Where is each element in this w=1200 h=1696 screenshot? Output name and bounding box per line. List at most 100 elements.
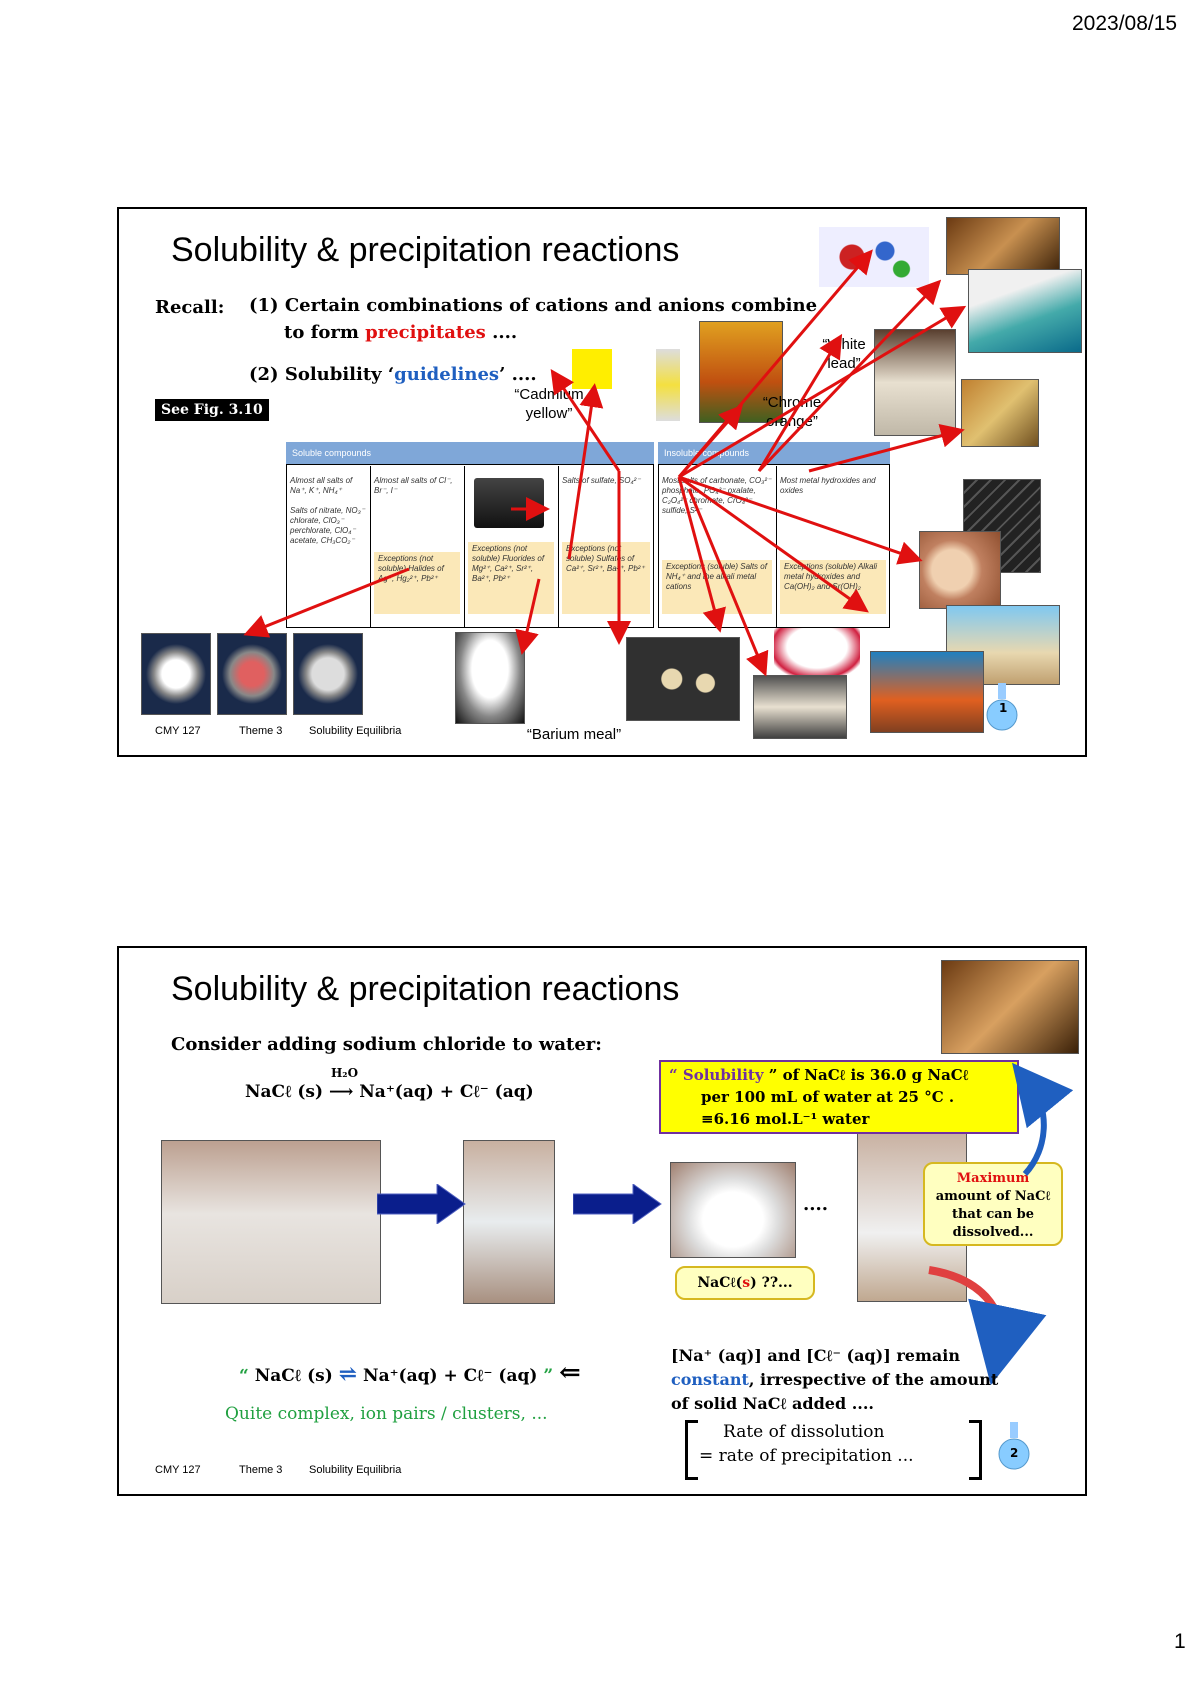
table-cell: Almost all salts of Cl⁻, Br⁻, I⁻ <box>374 476 453 495</box>
recall-line-1b-suffix: .... <box>492 322 518 343</box>
maximum-word: Maximum <box>956 1171 1030 1186</box>
exception-cell: Exceptions (soluble) Salts of NH₄⁺ and t… <box>662 560 772 614</box>
process-arrow-2 <box>573 1184 662 1224</box>
remain-line-1: [Na⁺ (aq)] and [Cℓ⁻ (aq)] remain <box>671 1346 960 1365</box>
eq2-left: NaCℓ (s) <box>254 1366 333 1386</box>
gemstones-image <box>819 227 929 287</box>
eq2-quote-open: “ <box>239 1366 249 1386</box>
white-lead-portrait-image <box>874 329 956 436</box>
table-cell: Almost all salts of Na⁺, K⁺, NH₄⁺ <box>290 476 353 495</box>
arrow <box>678 475 923 565</box>
table-cell: Salts of nitrate, NO₃⁻ chlorate, ClO₃⁻ p… <box>290 506 365 545</box>
process-arrow-1 <box>377 1184 466 1224</box>
constant-word: constant <box>671 1370 749 1389</box>
exception-cell: Exceptions (not soluble) Halides of Ag⁺,… <box>374 552 460 614</box>
solubility-line-1: “ Solubility ” of NaCℓ is 36.0 g NaCℓ <box>669 1066 968 1085</box>
complex-note: Quite complex, ion pairs / clusters, ... <box>225 1404 548 1424</box>
recall-line-1: (1) Certain combinations of cations and … <box>249 295 818 316</box>
recall-label: Recall: <box>155 297 225 318</box>
remain-line-2-rest: , irrespective of the amount <box>748 1370 999 1389</box>
arrow <box>515 578 541 655</box>
recall-line-2-prefix: (2) Solubility ‘ <box>249 364 395 385</box>
ellipsis: .... <box>803 1194 829 1215</box>
precipitates-word: precipitates <box>365 322 486 343</box>
slide-title: Solubility & precipitation reactions <box>171 970 680 1008</box>
table-divider <box>370 466 371 628</box>
dissolution-equation: NaCℓ (s) H₂O ⟶ Na⁺(aq) + Cℓ⁻ (aq) <box>245 1066 534 1102</box>
soluble-block <box>286 464 654 628</box>
back-arrow: ⇐ <box>559 1358 581 1388</box>
barium-meal-xray-image <box>455 632 525 724</box>
solubility-line-3: ≡6.16 mol.L⁻¹ water <box>701 1110 870 1128</box>
eq1-left: NaCℓ (s) <box>245 1082 324 1102</box>
footer-theme: Theme 3 <box>239 725 283 737</box>
connector-arrows <box>243 249 967 677</box>
maximum-amount-callout: Maximum amount of NaCℓ that can be disso… <box>923 1162 1063 1246</box>
page-number: 1 <box>1174 1630 1186 1653</box>
insoluble-block <box>658 464 890 628</box>
slide-number: 1 <box>999 701 1008 715</box>
teeth-image <box>774 627 860 677</box>
document-date: 2023/08/15 <box>1072 12 1178 35</box>
cadmium-yellow-swatch <box>572 349 612 389</box>
see-figure-label: See Fig. 3.10 <box>155 399 269 421</box>
solubility-line-1-rest: ” of NaCℓ is 36.0 g NaCℓ <box>768 1066 969 1084</box>
white-cliffs-image <box>968 269 1082 353</box>
maximum-rest: amount of NaCℓ that can be dissolved... <box>935 1189 1051 1240</box>
cave-image <box>941 960 1079 1054</box>
silver-halide-sample-3-image <box>293 633 363 715</box>
footer-theme: Theme 3 <box>239 1464 283 1476</box>
equilibrium-equation: “ NaCℓ (s) ⇌ Na⁺(aq) + Cℓ⁻ (aq) ” ⇐ <box>239 1358 581 1388</box>
solid-nacl-prefix: NaCℓ( <box>697 1275 743 1291</box>
barium-meal-caption: “Barium meal” <box>526 726 622 743</box>
arrow <box>677 404 743 478</box>
guidelines-word: guidelines <box>394 364 500 385</box>
recall-line-1b: to form precipitates .... <box>284 322 517 343</box>
quote-open: “ <box>669 1066 678 1084</box>
solubility-definition-box: “ Solubility ” of NaCℓ is 36.0 g NaCℓ pe… <box>659 1060 1019 1134</box>
eq2-right: Na⁺(aq) + Cℓ⁻ (aq) <box>363 1366 538 1386</box>
eq1-over: H₂O <box>330 1066 359 1080</box>
exception-cell: Exceptions (not soluble) Sulfates of Ca²… <box>562 542 650 614</box>
right-bracket <box>969 1420 982 1480</box>
arrow <box>678 475 869 613</box>
silver-halide-sample-1-image <box>141 633 211 715</box>
rate-line-1: Rate of dissolution <box>723 1422 885 1442</box>
arrow <box>757 279 942 473</box>
footer-topic: Solubility Equilibria <box>309 1464 402 1476</box>
eq1-arrow: ⟶ <box>328 1082 354 1102</box>
flask-icon <box>981 683 1023 731</box>
arrow <box>808 424 965 473</box>
flask-icon <box>993 1422 1035 1470</box>
slide-2: Solubility & precipitation reactions Con… <box>117 946 1087 1496</box>
consider-text: Consider adding sodium chloride to water… <box>171 1034 602 1055</box>
table-cell: Most metal hydroxides and oxides <box>780 476 876 495</box>
eq2-quote-close: ” <box>543 1366 554 1386</box>
recall-line-2-suffix: ’ .... <box>499 364 537 385</box>
arrow <box>567 383 604 560</box>
left-bracket <box>685 1420 698 1480</box>
footer-topic: Solubility Equilibria <box>309 725 402 737</box>
soluble-compounds-header: Soluble compounds <box>286 442 654 464</box>
bone-image <box>753 675 847 739</box>
arrow <box>687 488 769 677</box>
solubility-guidelines-table: Soluble compounds Insoluble compounds Al… <box>286 442 890 628</box>
jar-with-spoon-photo <box>161 1140 381 1304</box>
exception-cell: Exceptions (not soluble) Fluorides of Mg… <box>468 542 554 614</box>
insoluble-compounds-header: Insoluble compounds <box>658 442 890 464</box>
kidney-stones-image <box>626 637 740 721</box>
arrow <box>757 333 843 472</box>
solid-s: s <box>742 1275 751 1291</box>
arrow <box>550 369 621 472</box>
solid-nacl-suffix: ) ??... <box>750 1275 793 1291</box>
table-divider <box>558 466 559 628</box>
curved-arrows <box>928 1062 1074 1386</box>
remain-line-2: constant, irrespective of the amount <box>671 1370 998 1389</box>
equilibrium-arrows: ⇌ <box>338 1361 358 1387</box>
footer-course: CMY 127 <box>155 1464 201 1476</box>
recall-line-1b-prefix: to form <box>284 322 359 343</box>
arrow <box>243 567 410 638</box>
saturation-arrow <box>928 1266 1047 1386</box>
footer-course: CMY 127 <box>155 725 201 737</box>
coral-reef-image <box>870 651 984 733</box>
